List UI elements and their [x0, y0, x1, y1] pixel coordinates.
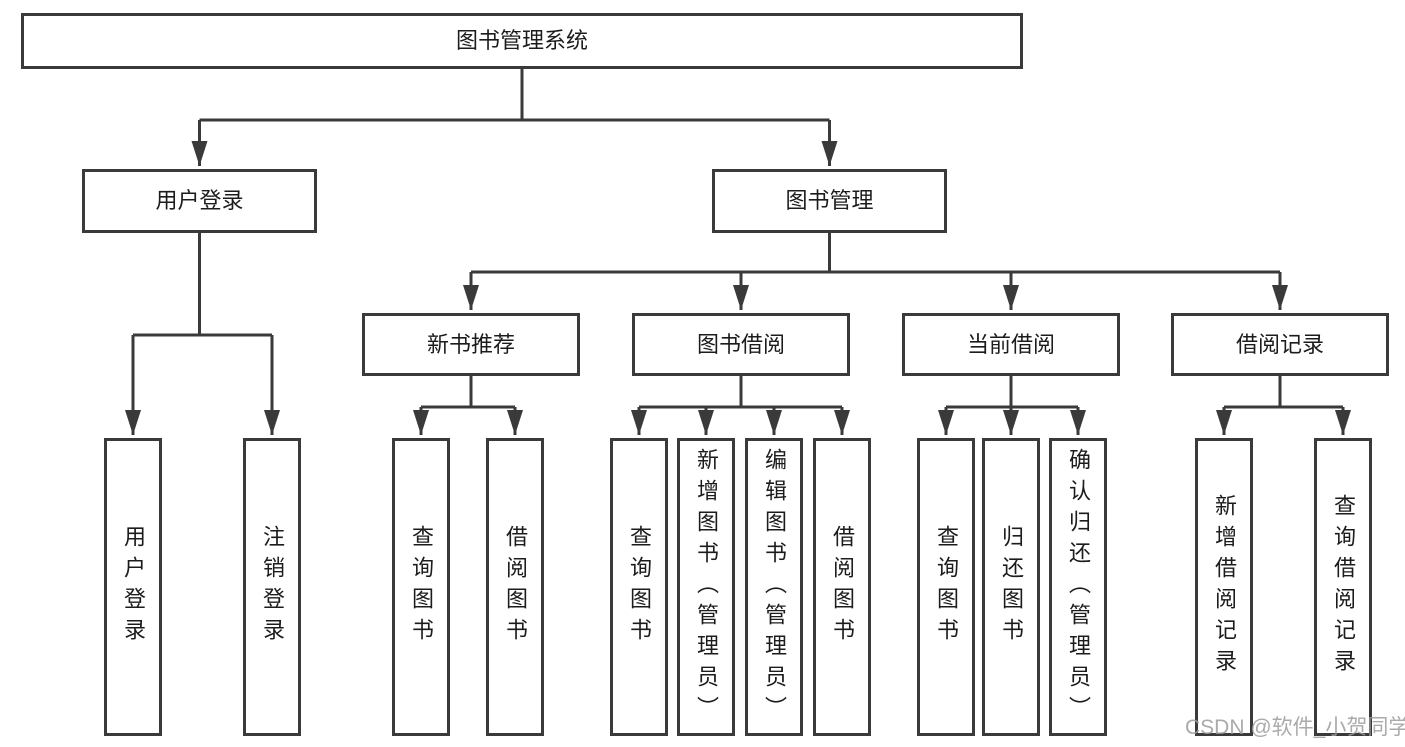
leaf-borrow-books-recommend: 借阅图书 — [486, 438, 544, 736]
node-label: 用户登录 — [155, 188, 244, 213]
node-borrowing-records: 借阅记录 — [1171, 313, 1389, 376]
leaf-label: 用户登录 — [121, 525, 146, 649]
leaf-label: 确认归还（管理员） — [1066, 447, 1091, 727]
node-book-borrowing: 图书借阅 — [632, 313, 850, 376]
leaf-label: 借阅图书 — [830, 525, 855, 649]
leaf-label: 查询图书 — [409, 525, 434, 649]
leaf-query-books-current: 查询图书 — [917, 438, 975, 736]
leaf-query-books-borrowing: 查询图书 — [610, 438, 668, 736]
csdn-watermark: CSDN @软件_小贺同学 — [1185, 716, 1405, 739]
leaf-edit-book-admin: 编辑图书（管理员） — [745, 438, 803, 736]
leaf-borrow-books-borrowing: 借阅图书 — [813, 438, 871, 736]
leaf-label: 借阅图书 — [503, 525, 528, 649]
node-label: 图书管理 — [785, 188, 874, 213]
leaf-logout: 注销登录 — [243, 438, 301, 736]
leaf-add-book-admin: 新增图书（管理员） — [677, 438, 735, 736]
leaf-label: 归还图书 — [999, 525, 1024, 649]
node-label: 借阅记录 — [1235, 331, 1324, 357]
leaf-label: 编辑图书（管理员） — [762, 447, 787, 727]
node-label: 图书管理系统 — [455, 28, 588, 53]
leaf-user-login: 用户登录 — [104, 438, 162, 736]
node-user-login-branch: 用户登录 — [82, 169, 317, 233]
leaf-label: 查询图书 — [627, 525, 652, 649]
leaf-query-books-recommend: 查询图书 — [392, 438, 450, 736]
leaf-label: 查询图书 — [934, 525, 959, 649]
node-library-management-system: 图书管理系统 — [21, 13, 1023, 69]
node-label: 当前借阅 — [966, 331, 1055, 357]
node-label: 新书推荐 — [426, 331, 515, 357]
node-new-book-recommendation: 新书推荐 — [362, 313, 580, 376]
node-book-management-branch: 图书管理 — [712, 169, 947, 233]
leaf-label: 查询借阅记录 — [1331, 494, 1356, 680]
leaf-label: 新增借阅记录 — [1212, 494, 1237, 680]
leaf-return-books: 归还图书 — [982, 438, 1040, 736]
leaf-label: 新增图书（管理员） — [694, 447, 719, 727]
node-current-borrowing: 当前借阅 — [902, 313, 1120, 376]
leaf-query-borrow-record: 查询借阅记录 — [1314, 438, 1372, 736]
leaf-add-borrow-record: 新增借阅记录 — [1195, 438, 1253, 736]
leaf-confirm-return-admin: 确认归还（管理员） — [1049, 438, 1107, 736]
leaf-label: 注销登录 — [260, 525, 285, 649]
node-label: 图书借阅 — [696, 331, 785, 357]
